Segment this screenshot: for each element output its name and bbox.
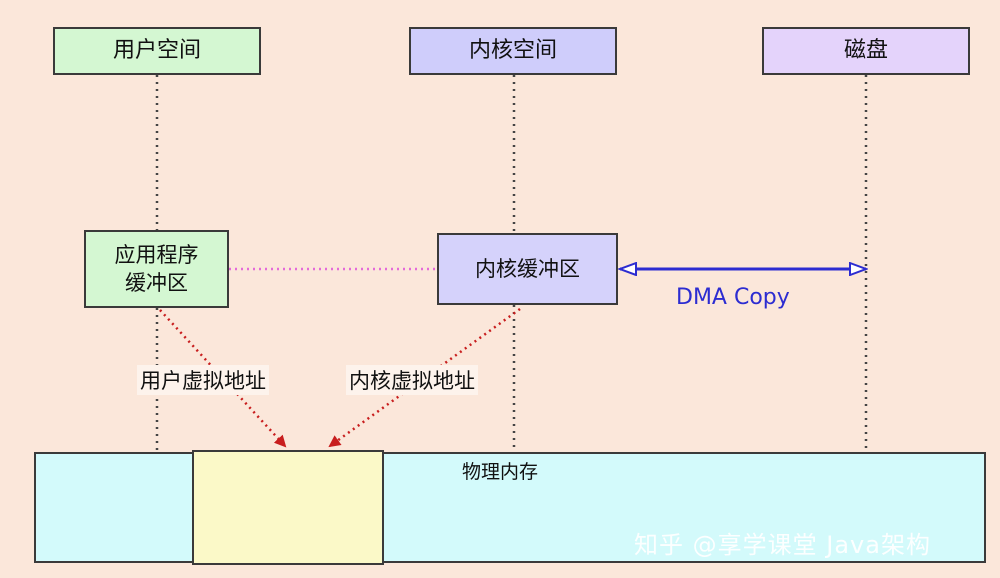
application-buffer-label: 应用程序 缓冲区 xyxy=(114,242,199,295)
kernel-buffer-label: 内核缓冲区 xyxy=(475,256,580,281)
dma-copy-label: DMA Copy xyxy=(676,285,790,310)
kernel-buffer-box: 内核缓冲区 xyxy=(437,233,618,305)
watermark: 知乎 @享学课堂 Java架构 xyxy=(634,531,931,559)
kernel-space-header: 内核空间 xyxy=(409,27,617,75)
physical-memory-label: 物理内存 xyxy=(462,461,539,483)
shared-memory-region xyxy=(192,450,384,565)
kernel-virtual-address-label: 内核虚拟地址 xyxy=(346,365,478,395)
user-virtual-address-label: 用户虚拟地址 xyxy=(137,365,269,395)
user-virtual-address-arrow xyxy=(159,309,287,448)
application-buffer-box: 应用程序 缓冲区 xyxy=(84,230,229,308)
user-space-header: 用户空间 xyxy=(53,27,261,75)
disk-header: 磁盘 xyxy=(762,27,970,75)
